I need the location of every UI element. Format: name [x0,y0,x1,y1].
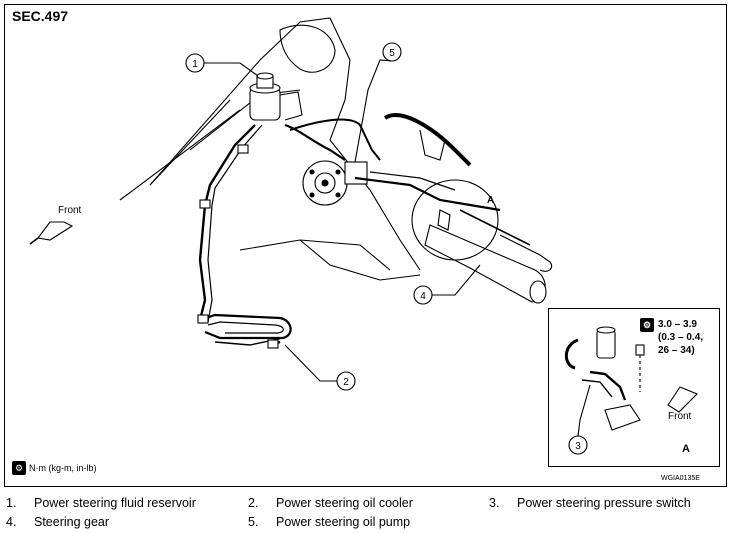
torque-spec: ⚙ 3.0 – 3.9 (0.3 – 0.4, 26 – 34) [640,318,704,357]
torque-line-1: 3.0 – 3.9 [658,319,697,330]
torque-wrench-icon: ⚙ [12,461,26,475]
torque-line-3: 26 – 34) [658,345,695,356]
caption-2: 2.Power steering oil cooler [248,496,413,510]
torque-wrench-icon: ⚙ [640,318,654,332]
torque-unit-legend: ⚙ N·m (kg-m, in-lb) [12,461,97,475]
legend-unit-text: N·m (kg-m, in-lb) [29,463,97,473]
caption-3: 3.Power steering pressure switch [489,496,691,510]
callout-5: 5 [389,48,395,59]
callout-2: 2 [343,377,349,388]
front-label-main: Front [58,205,82,216]
diagram-frame [4,4,727,487]
detail-a-label: A [682,443,690,455]
caption-5: 5.Power steering oil pump [248,515,411,529]
caption-1: 1.Power steering fluid reservoir [6,496,196,510]
figure-code: WGIA0135E [661,475,700,482]
callout-4: 4 [420,291,426,302]
section-label: SEC.497 [12,8,69,24]
reservoir [249,72,303,121]
callout-3-detail: 3 [575,441,581,452]
front-label-detail: Front [668,411,692,422]
torque-line-2: (0.3 – 0.4, [658,332,704,343]
detail-marker-a: A [487,195,495,206]
callout-1: 1 [192,59,198,70]
caption-4: 4.Steering gear [6,515,110,529]
